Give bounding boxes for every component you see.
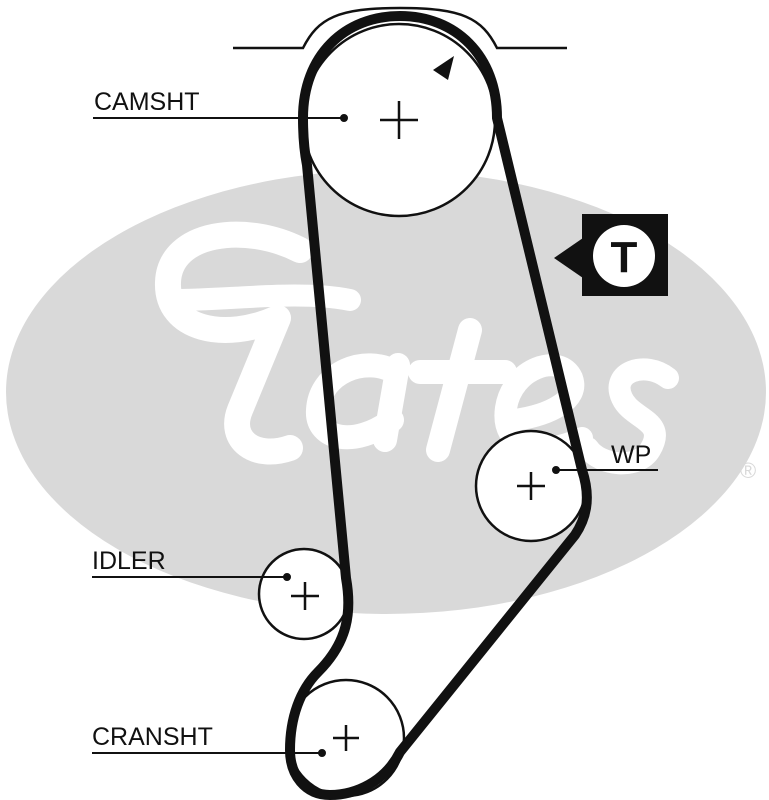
camshaft-leader-dot [340,114,348,122]
camshaft-center-cross [380,101,418,139]
tensioner-badge-circle [593,225,655,287]
idler-label: IDLER [92,547,166,575]
water-pump-leader-dot [552,466,560,474]
crankshaft-label: CRANSHT [92,723,213,751]
tensioner-badge-letter: T [611,233,638,282]
tensioner-badge: T [554,214,668,296]
engine-cover-line [233,6,567,50]
camshaft-label: CAMSHT [94,88,200,116]
crankshaft-leader-dot [318,749,326,757]
timing-belt [285,11,592,800]
crankshaft-center-cross [333,725,359,751]
tensioner-badge-pointer [554,238,583,278]
idler-leader-dot [283,573,291,581]
idler-center-cross [291,582,319,610]
registered-mark: ® [740,458,756,483]
water-pump-center-cross [517,472,545,500]
rotation-direction-arrow [433,56,454,80]
water-pump-label: WP [611,441,651,469]
